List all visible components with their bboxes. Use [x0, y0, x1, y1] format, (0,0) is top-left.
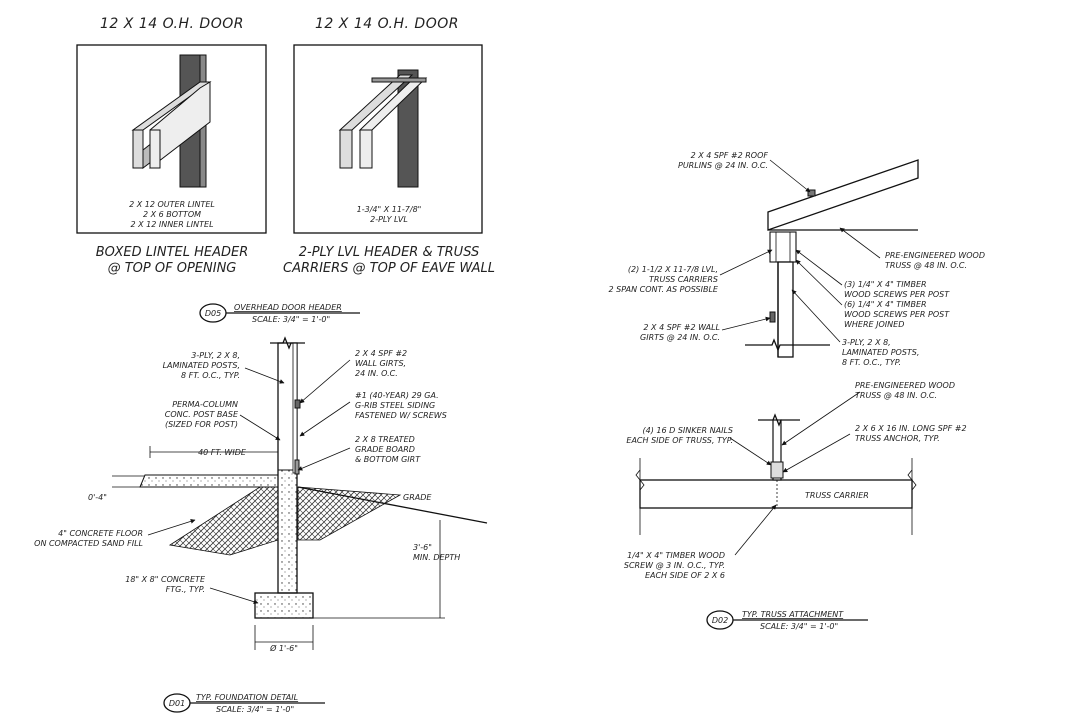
d02-posts-1: 3-PLY, 2 X 8,: [842, 338, 891, 347]
boxed-lintel-frame: [76, 44, 267, 234]
d02-screw2-2: SCREW @ 3 IN. O.C., TYP.: [624, 561, 725, 570]
d05-scale: SCALE: 3/4" = 1'-0": [252, 315, 330, 324]
d02-screws-1: (3) 1/4" X 4" TIMBER: [844, 280, 927, 289]
d05-id: D05: [205, 309, 221, 318]
boxed-caption-1: BOXED LINTEL HEADER: [96, 245, 249, 260]
boxed-lintel-illustration: [131, 54, 212, 188]
d02-carriers-2: TRUSS CARRIERS: [649, 275, 718, 284]
lvl-caption-1: 2-PLY LVL HEADER & TRUSS: [299, 245, 480, 260]
d01-grade-board-1: 2 X 8 TREATED: [355, 435, 415, 444]
lvl-note-1: 1-3/4" X 11-7/8": [357, 205, 422, 214]
d02-carriers-3: 2 SPAN CONT. AS POSSIBLE: [609, 285, 719, 294]
truss-eave-section: [719, 159, 919, 358]
lvl-header-frame: [293, 44, 483, 234]
d02-screw2-3: EACH SIDE OF 2 X 6: [645, 571, 725, 580]
d02-nails-1: (4) 16 D SINKER NAILS: [643, 426, 733, 435]
d01-footing-2: FTG., TYP.: [166, 585, 205, 594]
d02-purlins-1: 2 X 4 SPF #2 ROOF: [691, 151, 769, 160]
d02-wall-girts-2: GIRTS @ 24 IN. O.C.: [640, 333, 720, 342]
d02-anchor-2: TRUSS ANCHOR, TYP.: [855, 434, 940, 443]
d01-slab-dim: 0'-4": [88, 493, 107, 502]
d02-title: TYP. TRUSS ATTACHMENT: [742, 610, 844, 619]
d01-title: TYP. FOUNDATION DETAIL: [196, 693, 298, 702]
d01-posts-2: LAMINATED POSTS,: [163, 361, 240, 370]
d01-posts-1: 3-PLY, 2 X 8,: [191, 351, 240, 360]
d01-id: D01: [169, 699, 185, 708]
d01-scale: SCALE: 3/4" = 1'-0": [216, 705, 294, 714]
d01-footing-1: 18" X 8" CONCRETE: [125, 575, 206, 584]
d02-carriers-1: (2) 1-1/2 X 11-7/8 LVL,: [628, 265, 718, 274]
d02-screws-5: WHERE JOINED: [844, 320, 904, 329]
lvl-caption-2: CARRIERS @ TOP OF EAVE WALL: [283, 261, 495, 276]
d01-siding-3: FASTENED W/ SCREWS: [355, 411, 447, 420]
lvl-header-illustration: [338, 69, 428, 188]
boxed-note-3: 2 X 12 INNER LINTEL: [130, 220, 213, 229]
detail-title-boxed: 12 X 14 O.H. DOOR: [100, 16, 244, 32]
d02-screw2-1: 1/4" X 4" TIMBER WOOD: [627, 551, 725, 560]
d01-grade-board-2: GRADE BOARD: [355, 445, 415, 454]
d02-truss1-2: TRUSS @ 48 IN. O.C.: [885, 261, 967, 270]
d01-base-1: PERMA-COLUMN: [172, 400, 238, 409]
d02-posts-3: 8 FT. O.C., TYP.: [842, 358, 901, 367]
d01-girts-3: 24 IN. O.C.: [355, 369, 398, 378]
detail-title-lvl: 12 X 14 O.H. DOOR: [315, 16, 459, 32]
d02-truss2-2: TRUSS @ 48 IN. O.C.: [855, 391, 937, 400]
d01-depth-1: 3'-6": [413, 543, 432, 552]
d02-posts-2: LAMINATED POSTS,: [842, 348, 919, 357]
d01-width: 40 FT. WIDE: [198, 448, 247, 457]
d05-title: OVERHEAD DOOR HEADER: [234, 303, 342, 312]
d02-wall-girts-1: 2 X 4 SPF #2 WALL: [643, 323, 720, 332]
boxed-caption-2: @ TOP OF OPENING: [108, 261, 237, 276]
foundation-section: [112, 336, 488, 650]
d01-grade-board-3: & BOTTOM GIRT: [355, 455, 421, 464]
d02-purlins-2: PURLINS @ 24 IN. O.C.: [678, 161, 768, 170]
d01-posts-3: 8 FT. O.C., TYP.: [181, 371, 240, 380]
d02-scale: SCALE: 3/4" = 1'-0": [760, 622, 838, 631]
d02-truss1-1: PRE-ENGINEERED WOOD: [885, 251, 985, 260]
d01-siding-2: G-RIB STEEL SIDING: [355, 401, 435, 410]
d01-footing-dim: Ø 1'-6": [269, 643, 298, 653]
d02-carrier: TRUSS CARRIER: [805, 491, 869, 500]
d02-nails-2: EACH SIDE OF TRUSS, TYP.: [626, 436, 733, 445]
boxed-note-2: 2 X 6 BOTTOM: [143, 210, 201, 219]
d01-base-3: (SIZED FOR POST): [165, 420, 238, 429]
truss-carrier-section: [635, 391, 917, 556]
d02-id: D02: [712, 616, 728, 625]
boxed-note-1: 2 X 12 OUTER LINTEL: [129, 200, 215, 209]
d01-siding-1: #1 (40-YEAR) 29 GA.: [355, 391, 439, 400]
d01-girts-1: 2 X 4 SPF #2: [355, 349, 407, 358]
d02-screws-3: (6) 1/4" X 4" TIMBER: [844, 300, 927, 309]
d01-floor-1: 4" CONCRETE FLOOR: [58, 529, 143, 538]
d02-screws-2: WOOD SCREWS PER POST: [844, 290, 950, 299]
d02-truss2-1: PRE-ENGINEERED WOOD: [855, 381, 955, 390]
d02-anchor-1: 2 X 6 X 16 IN. LONG SPF #2: [855, 424, 967, 433]
d01-girts-2: WALL GIRTS,: [355, 359, 406, 368]
d01-base-2: CONC. POST BASE: [165, 410, 239, 419]
d02-screws-4: WOOD SCREWS PER POST: [844, 310, 950, 319]
lvl-note-2: 2-PLY LVL: [370, 215, 408, 224]
d01-depth-2: MIN. DEPTH: [413, 553, 460, 562]
d01-grade: GRADE: [403, 493, 432, 502]
d01-floor-2: ON COMPACTED SAND FILL: [34, 539, 143, 548]
